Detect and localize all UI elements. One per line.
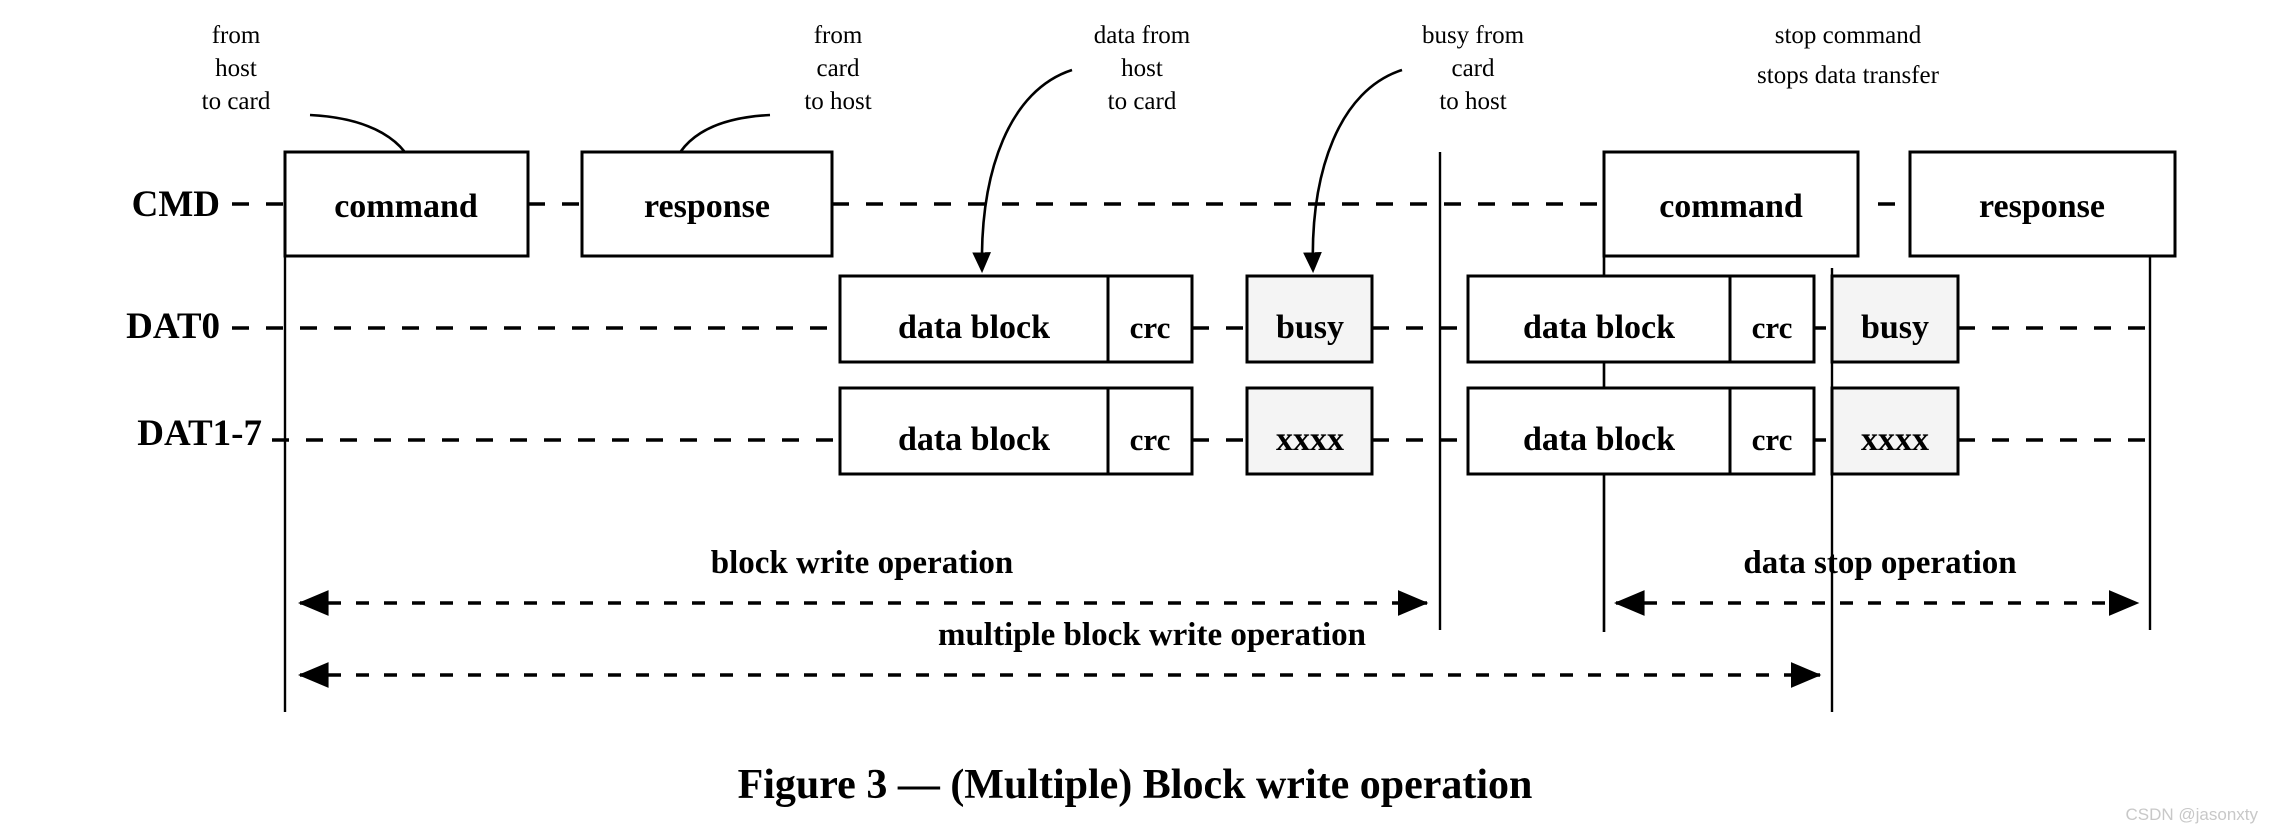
annotation-line: host	[1121, 55, 1163, 82]
annotation-host-to-card: from host to card	[202, 22, 271, 115]
measure-label: multiple block write operation	[938, 617, 1366, 653]
watermark-label: CSDN @jasonxty	[2125, 805, 2258, 824]
dat1-7-box-crc-2: crc	[1728, 386, 1816, 476]
dat0-box-label: data block	[1523, 309, 1675, 346]
dat1-7-box-label: crc	[1752, 422, 1793, 457]
cmd-box-command-1: command	[283, 150, 530, 258]
annotation-line: from	[814, 22, 863, 49]
annotation-data-host-to-card: data from host to card	[1094, 22, 1191, 115]
cmd-box-label: command	[1659, 188, 1803, 225]
annotation-line: stops data transfer	[1757, 62, 1940, 89]
dat0-box-crc-2: crc	[1728, 274, 1816, 364]
annotation-line: card	[1451, 55, 1495, 82]
dat1-7-box-xxxx-1: xxxx	[1245, 386, 1374, 476]
annotation-card-to-host: from card to host	[804, 22, 871, 115]
measure-label: data stop operation	[1743, 545, 2016, 581]
cmd-box-label: response	[1979, 188, 2105, 225]
dat1-7-box-label: crc	[1130, 422, 1171, 457]
row-label-dat1-7: DAT1-7	[137, 413, 262, 454]
callout-arrow-busy-card-to-host	[1303, 68, 1403, 274]
dat0-box-crc-1: crc	[1106, 274, 1194, 364]
dat1-7-box-crc-1: crc	[1106, 386, 1194, 476]
measure-multiple-block-write: multiple block write operation	[297, 617, 1822, 688]
annotation-stop-command: stop command stops data transfer	[1757, 22, 1940, 89]
measure-label: block write operation	[711, 545, 1013, 581]
annotation-line: host	[215, 55, 257, 82]
annotation-line: stop command	[1775, 22, 1922, 49]
cmd-box-response-2: response	[1908, 150, 2177, 258]
dat0-box-label: data block	[898, 309, 1050, 346]
dat0-box-label: crc	[1130, 310, 1171, 345]
dat1-7-box-data-block-1: data block	[838, 386, 1110, 476]
figure-caption: Figure 3 — (Multiple) Block write operat…	[738, 762, 1533, 808]
dat1-7-box-data-block-2: data block	[1466, 386, 1732, 476]
cmd-box-command-2: command	[1602, 150, 1860, 258]
annotation-line: to card	[1108, 88, 1177, 115]
annotation-line: busy from	[1422, 22, 1525, 49]
annotation-busy-card-to-host: busy from card to host	[1422, 22, 1525, 115]
dat0-box-label: crc	[1752, 310, 1793, 345]
dat1-7-box-label: xxxx	[1276, 421, 1344, 458]
annotation-line: card	[816, 55, 860, 82]
dat1-7-box-xxxx-2: xxxx	[1830, 386, 1960, 476]
measure-block-write: block write operation	[297, 545, 1429, 616]
annotation-line: data from	[1094, 22, 1191, 49]
measure-data-stop: data stop operation	[1613, 545, 2140, 616]
row-label-dat0: DAT0	[126, 306, 220, 347]
dat1-7-box-label: data block	[1523, 421, 1675, 458]
dat0-box-data-block-2: data block	[1466, 274, 1732, 364]
dat0-box-label: busy	[1861, 309, 1929, 346]
dat1-7-box-label: xxxx	[1861, 421, 1929, 458]
dat0-box-busy-1: busy	[1245, 274, 1374, 364]
annotation-line: to card	[202, 88, 271, 115]
dat1-7-box-label: data block	[898, 421, 1050, 458]
dat0-box-data-block-1: data block	[838, 274, 1110, 364]
cmd-box-label: command	[334, 188, 478, 225]
annotation-line: to host	[804, 88, 871, 115]
dat0-box-label: busy	[1276, 309, 1344, 346]
cmd-box-label: response	[644, 188, 770, 225]
annotation-line: from	[212, 22, 261, 49]
cmd-box-response-1: response	[580, 150, 834, 258]
callout-arrow-data-host-to-card	[972, 68, 1073, 274]
annotation-line: to host	[1439, 88, 1506, 115]
dat0-box-busy-2: busy	[1830, 274, 1960, 364]
row-label-cmd: CMD	[132, 184, 220, 225]
